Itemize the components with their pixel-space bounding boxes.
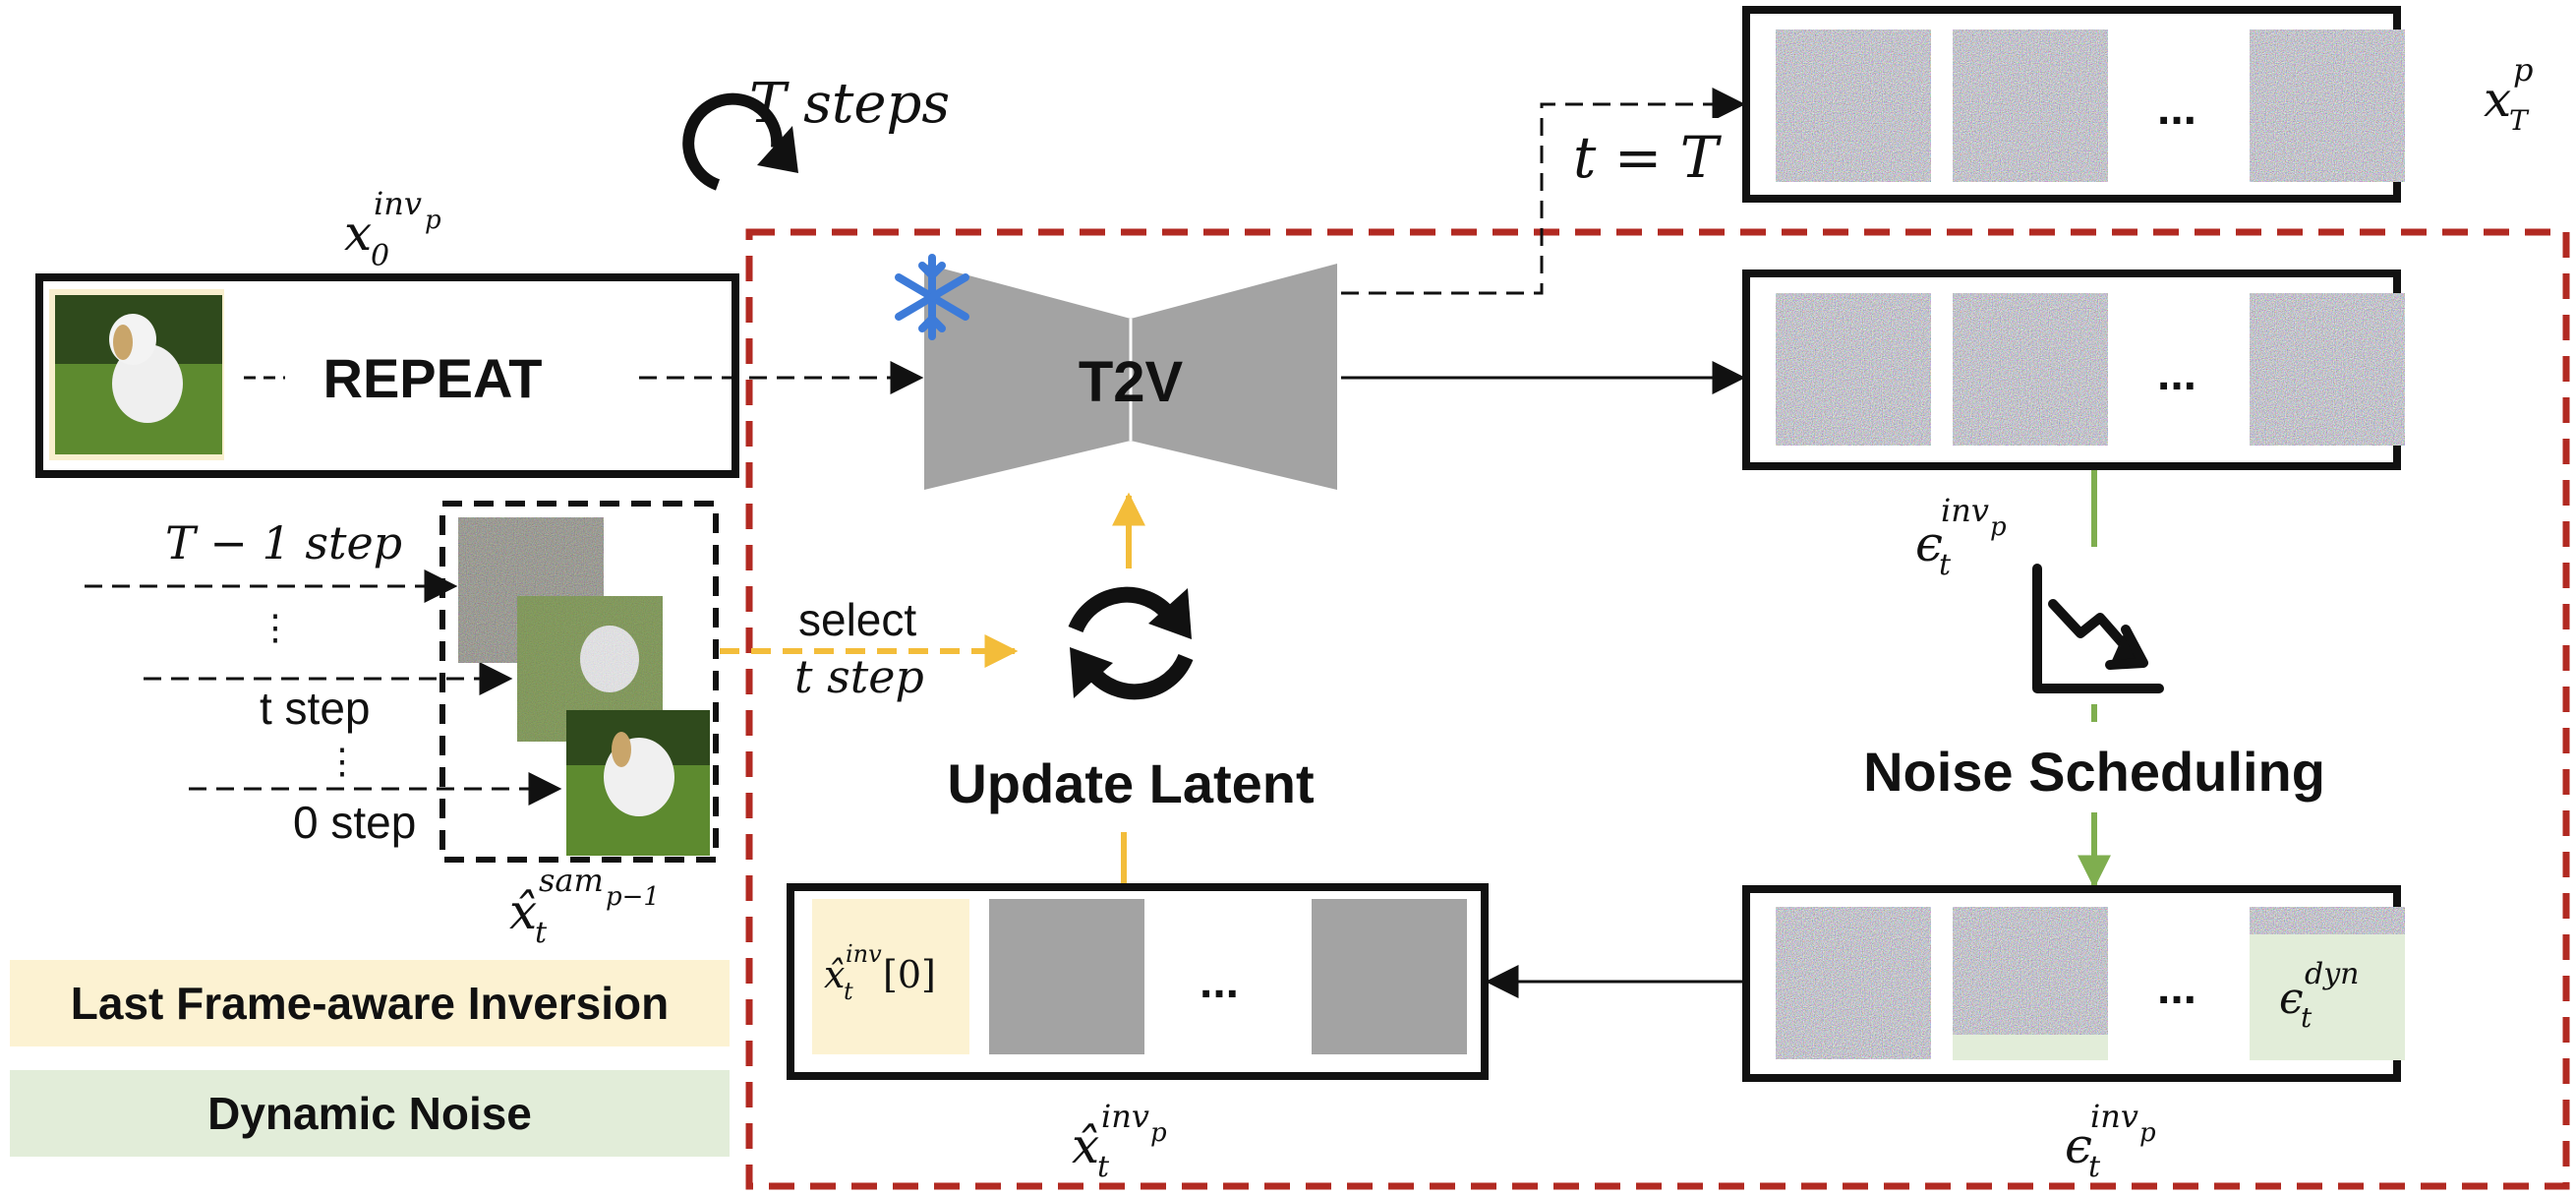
svg-text:[0]: [0] [883, 953, 936, 996]
ellipsis: ... [2157, 348, 2196, 400]
svg-text:p: p [1150, 1118, 1167, 1148]
svg-text:ϵ: ϵ [2065, 1117, 2092, 1174]
svg-text:t = T: t = T [1573, 124, 1723, 191]
x0-inv-label: x 0 inv p [344, 185, 441, 273]
legend-dynamic-noise: Dynamic Noise [10, 1070, 730, 1157]
svg-text:T: T [2509, 104, 2530, 137]
svg-text:inv: inv [1941, 492, 1989, 529]
svg-text:t: t [2088, 1150, 2101, 1184]
noise-frame [1776, 907, 1931, 1059]
step-0-label: 0 step [293, 797, 416, 848]
svg-text:t: t [844, 978, 853, 1005]
t-steps-label: T steps [749, 72, 950, 136]
eps-dyn-label: ϵ t dyn [2279, 957, 2359, 1034]
noise-frame [1776, 30, 1931, 182]
dog-thumbnail [49, 289, 224, 460]
svg-text:t: t [1939, 548, 1952, 582]
dynamic-noise-strip [1953, 1035, 2108, 1060]
svg-text:t: t [535, 916, 548, 950]
dynamic-noise-block [2250, 934, 2405, 1060]
noise-frame-top [2250, 907, 2405, 934]
rotate-arrow-icon [682, 92, 798, 191]
noise-frame [2250, 293, 2405, 446]
sampled-frames-box [439, 501, 719, 863]
eps-inv-label-upper: ϵ t inv p [1915, 492, 2007, 582]
svg-text:dyn: dyn [2305, 957, 2359, 991]
legend-label: Dynamic Noise [207, 1088, 532, 1139]
ellipsis: ... [2157, 962, 2196, 1014]
xhat-inv-label: x̂ t inv p [1072, 1098, 1167, 1184]
svg-text:x̂: x̂ [1072, 1117, 1099, 1174]
update-latent-label: Update Latent [947, 752, 1314, 814]
eps-inv-label-lower: ϵ t inv p [2065, 1098, 2156, 1184]
svg-text:x: x [2484, 71, 2511, 128]
noise-frame [1953, 30, 2108, 182]
snowflake-icon [895, 254, 969, 340]
t2v-label: T2V [1079, 350, 1184, 414]
svg-text:p: p [1990, 512, 2007, 542]
svg-text:x: x [344, 205, 372, 262]
xhat-sam-label: x̂ t sam p−1 [509, 862, 660, 950]
svg-text:p−1: p−1 [606, 882, 660, 912]
t-eq-T-label: t = T [1559, 118, 1727, 197]
vdots: ⋮ [258, 607, 293, 647]
svg-text:p: p [2139, 1118, 2156, 1148]
svg-text:inv: inv [2090, 1098, 2138, 1135]
decreasing-chart-icon [2032, 564, 2164, 693]
select-t-step-label: t step [794, 650, 924, 703]
t2v-to-xT-arrow [1341, 88, 1746, 295]
sampled-frame-clean [566, 710, 710, 856]
svg-text:x̂: x̂ [824, 953, 845, 996]
ellipsis: ... [2157, 83, 2196, 135]
noise-frame [1953, 293, 2108, 446]
legend-last-frame-inversion: Last Frame-aware Inversion [10, 960, 730, 1046]
ellipsis: ... [1200, 956, 1239, 1008]
svg-text:ϵ: ϵ [2279, 974, 2304, 1024]
legend-label: Last Frame-aware Inversion [70, 978, 670, 1029]
svg-text:sam: sam [539, 862, 604, 899]
step-labels: T − 1 step ⋮ t step ⋮ 0 step [165, 516, 416, 848]
svg-text:p: p [2513, 51, 2533, 89]
vdots: ⋮ [324, 741, 360, 781]
svg-text:0: 0 [371, 239, 389, 273]
noise-scheduling-label: Noise Scheduling [1863, 741, 2325, 803]
svg-text:t: t [2301, 1001, 2313, 1034]
refresh-icon [1068, 586, 1194, 700]
svg-text:inv: inv [374, 185, 422, 222]
last-frame-latent [812, 899, 969, 1054]
step-T1-label: T − 1 step [165, 516, 402, 569]
select-label: select [798, 594, 916, 645]
xhat-inv0-label: x̂ t inv [0] [824, 940, 936, 1005]
svg-text:ϵ: ϵ [1915, 515, 1943, 572]
repeat-label: REPEAT [323, 347, 543, 409]
noise-frame [2250, 30, 2405, 182]
svg-text:t: t [1097, 1150, 1110, 1184]
step-t-label: t step [260, 683, 371, 734]
svg-text:inv: inv [1101, 1098, 1149, 1135]
latent-frame [989, 899, 1144, 1054]
noise-frame [1776, 293, 1931, 446]
svg-text:x̂: x̂ [509, 883, 537, 940]
xT-p-label: x T p [2484, 51, 2533, 137]
latent-frame [1312, 899, 1467, 1054]
noise-frame-partial [1953, 907, 2108, 1035]
svg-text:inv: inv [846, 940, 882, 968]
svg-text:p: p [425, 206, 441, 235]
process-region [745, 228, 2570, 1190]
